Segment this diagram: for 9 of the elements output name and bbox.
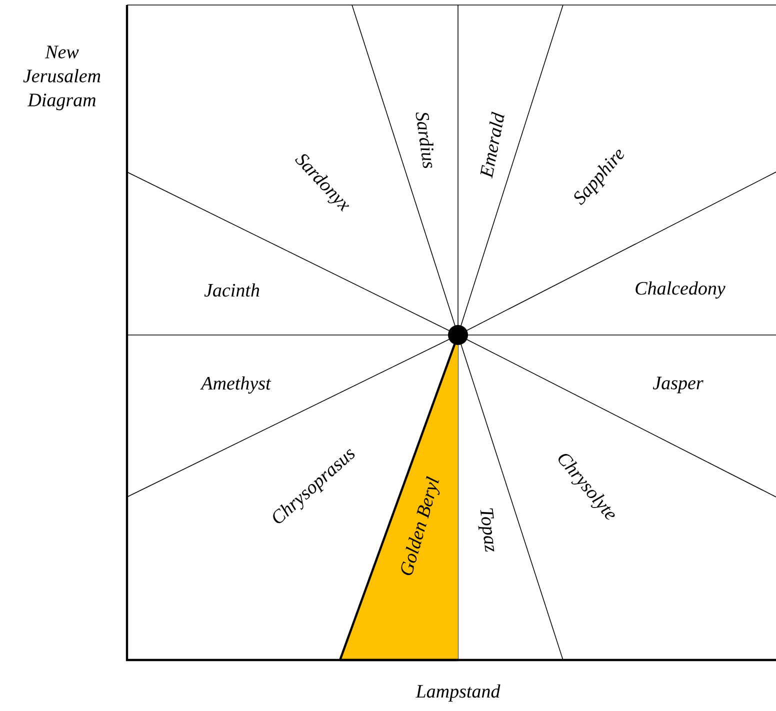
- sector-label: Sardius: [416, 112, 434, 168]
- sector-label: Jasper: [652, 376, 704, 394]
- sector-label: Amethyst: [200, 376, 272, 394]
- diagram-title: New Jerusalem Diagram: [23, 46, 100, 110]
- sector-label: Chalcedony: [636, 281, 726, 299]
- sector-label: Topaz: [478, 508, 494, 552]
- sector-label: Jacinth: [204, 283, 260, 297]
- caption: Lampstand: [416, 684, 500, 702]
- sector-label: Emerald: [480, 112, 504, 179]
